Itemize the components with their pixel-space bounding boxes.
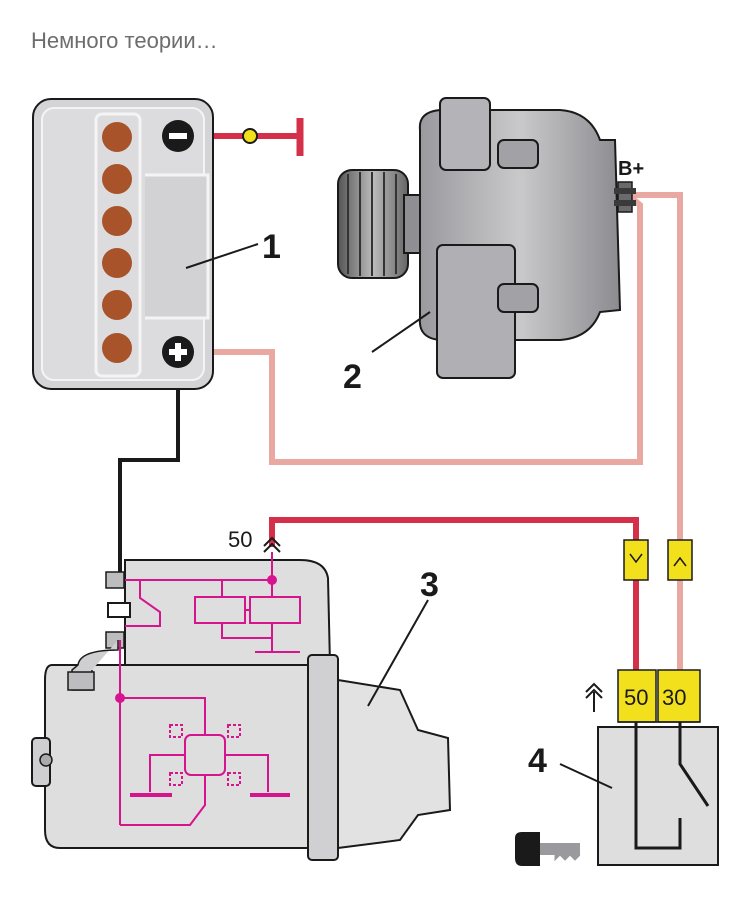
wire-starter50-to-switch50	[269, 517, 639, 672]
wire-connector-left	[623, 539, 649, 581]
label-switch-30: 30	[662, 685, 686, 710]
ignition-switch	[597, 669, 719, 866]
wire-bplus-to-switch30	[630, 192, 683, 672]
wire-battery-to-starter	[118, 365, 180, 578]
label-battery: 1	[262, 228, 281, 266]
battery-cell	[102, 164, 132, 194]
label-starter-50: 50	[228, 527, 252, 552]
wire-battery-to-alternator	[178, 192, 643, 465]
label-ignition-switch: 4	[528, 742, 547, 780]
battery-positive-terminal	[162, 336, 194, 368]
ground-symbol	[242, 118, 304, 156]
battery	[32, 98, 214, 390]
solenoid-circuit	[115, 552, 301, 826]
battery-cell	[102, 248, 132, 278]
wires	[118, 133, 683, 672]
wire-connector-right	[667, 539, 693, 581]
starter	[31, 559, 452, 861]
label-switch-50: 50	[624, 685, 648, 710]
battery-cell	[102, 206, 132, 236]
battery-cell	[102, 290, 132, 320]
key-icon	[515, 832, 581, 866]
alternator	[337, 97, 636, 379]
page-title: Немного теории…	[31, 28, 218, 53]
alternator-bplus-terminal	[614, 181, 636, 213]
battery-cell	[102, 122, 132, 152]
label-bplus: B+	[618, 158, 644, 180]
battery-cell	[102, 333, 132, 363]
label-alternator: 2	[343, 358, 362, 396]
battery-negative-terminal	[162, 120, 194, 152]
switch-connector-icon	[585, 682, 603, 712]
starter-50-connector-icon	[263, 536, 281, 553]
label-starter: 3	[420, 566, 439, 604]
